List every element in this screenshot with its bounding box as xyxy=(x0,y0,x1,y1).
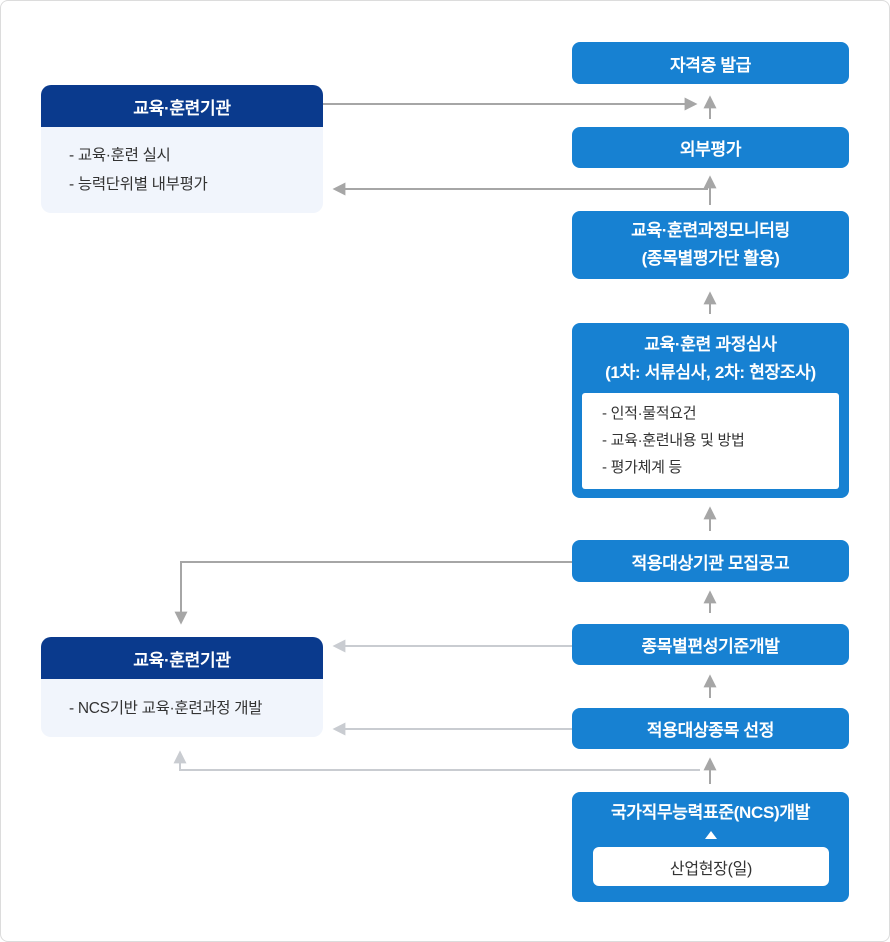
course-review-criteria-item: - 교육·훈련내용 및 방법 xyxy=(602,432,745,449)
course-review-criteria-panel: - 인적·물적요건 - 교육·훈련내용 및 방법 - 평가체계 등 xyxy=(582,393,839,489)
flow-box-label-line1: 교육·훈련 과정심사 xyxy=(644,335,777,354)
ncs-industry-field-panel: 산업현장(일) xyxy=(593,847,829,886)
flow-box-cert-issue: 자격증 발급 xyxy=(572,42,849,84)
training-institution-top-item: - 교육·훈련 실시 xyxy=(69,147,171,164)
flow-box-label: 적용대상기관 모집공고 xyxy=(631,553,790,573)
training-institution-top-title: 교육·훈련기관 xyxy=(133,98,231,118)
training-institution-top-header: 교육·훈련기관 xyxy=(41,85,323,127)
flow-box-label: 적용대상종목 선정 xyxy=(646,721,775,740)
training-institution-top-item: - 능력단위별 내부평가 xyxy=(69,176,208,193)
arrow-elbow-ncs-to-institution xyxy=(173,750,700,771)
training-institution-bottom-title: 교육·훈련기관 xyxy=(133,650,231,670)
arrow-elbow-notice-to-institution xyxy=(174,561,572,625)
course-review-criteria-item: - 평가체계 등 xyxy=(602,459,682,476)
ncs-industry-field-label: 산업현장(일) xyxy=(669,860,753,878)
training-institution-bottom-item: - NCS기반 교육·훈련과정 개발 xyxy=(69,699,263,717)
flow-box-label-line2: (종목별평가단 활용) xyxy=(641,249,780,268)
training-institution-top-body: - 교육·훈련 실시 - 능력단위별 내부평가 xyxy=(41,127,323,213)
flow-box-label-line1: 교육·훈련과정모니터링 xyxy=(631,221,790,240)
flow-box-label: 자격증 발급 xyxy=(669,55,752,75)
course-review-criteria-item: - 인적·물적요건 xyxy=(602,405,697,422)
triangle-up-icon xyxy=(704,831,717,839)
flow-box-recruit-notice: 적용대상기관 모집공고 xyxy=(572,540,849,582)
flow-box-subject-select: 적용대상종목 선정 xyxy=(572,708,849,749)
flow-box-label: 국가직무능력표준(NCS)개발 xyxy=(610,803,811,822)
flow-box-monitoring: 교육·훈련과정모니터링 (종목별평가단 활용) xyxy=(572,211,849,279)
flow-box-ncs-dev: 국가직무능력표준(NCS)개발 산업현장(일) xyxy=(572,792,849,902)
flow-box-standards-dev: 종목별편성기준개발 xyxy=(572,624,849,665)
flow-box-course-review: 교육·훈련 과정심사 (1차: 서류심사, 2차: 현장조사) - 인적·물적요… xyxy=(572,323,849,498)
flow-box-external-eval: 외부평가 xyxy=(572,127,849,168)
flow-box-label: 종목별편성기준개발 xyxy=(641,637,780,656)
flow-box-label: 외부평가 xyxy=(679,140,742,159)
training-institution-bottom-body: - NCS기반 교육·훈련과정 개발 xyxy=(41,679,323,737)
training-institution-bottom-header: 교육·훈련기관 xyxy=(41,637,323,679)
flow-box-label-line2: (1차: 서류심사, 2차: 현장조사) xyxy=(605,363,816,382)
